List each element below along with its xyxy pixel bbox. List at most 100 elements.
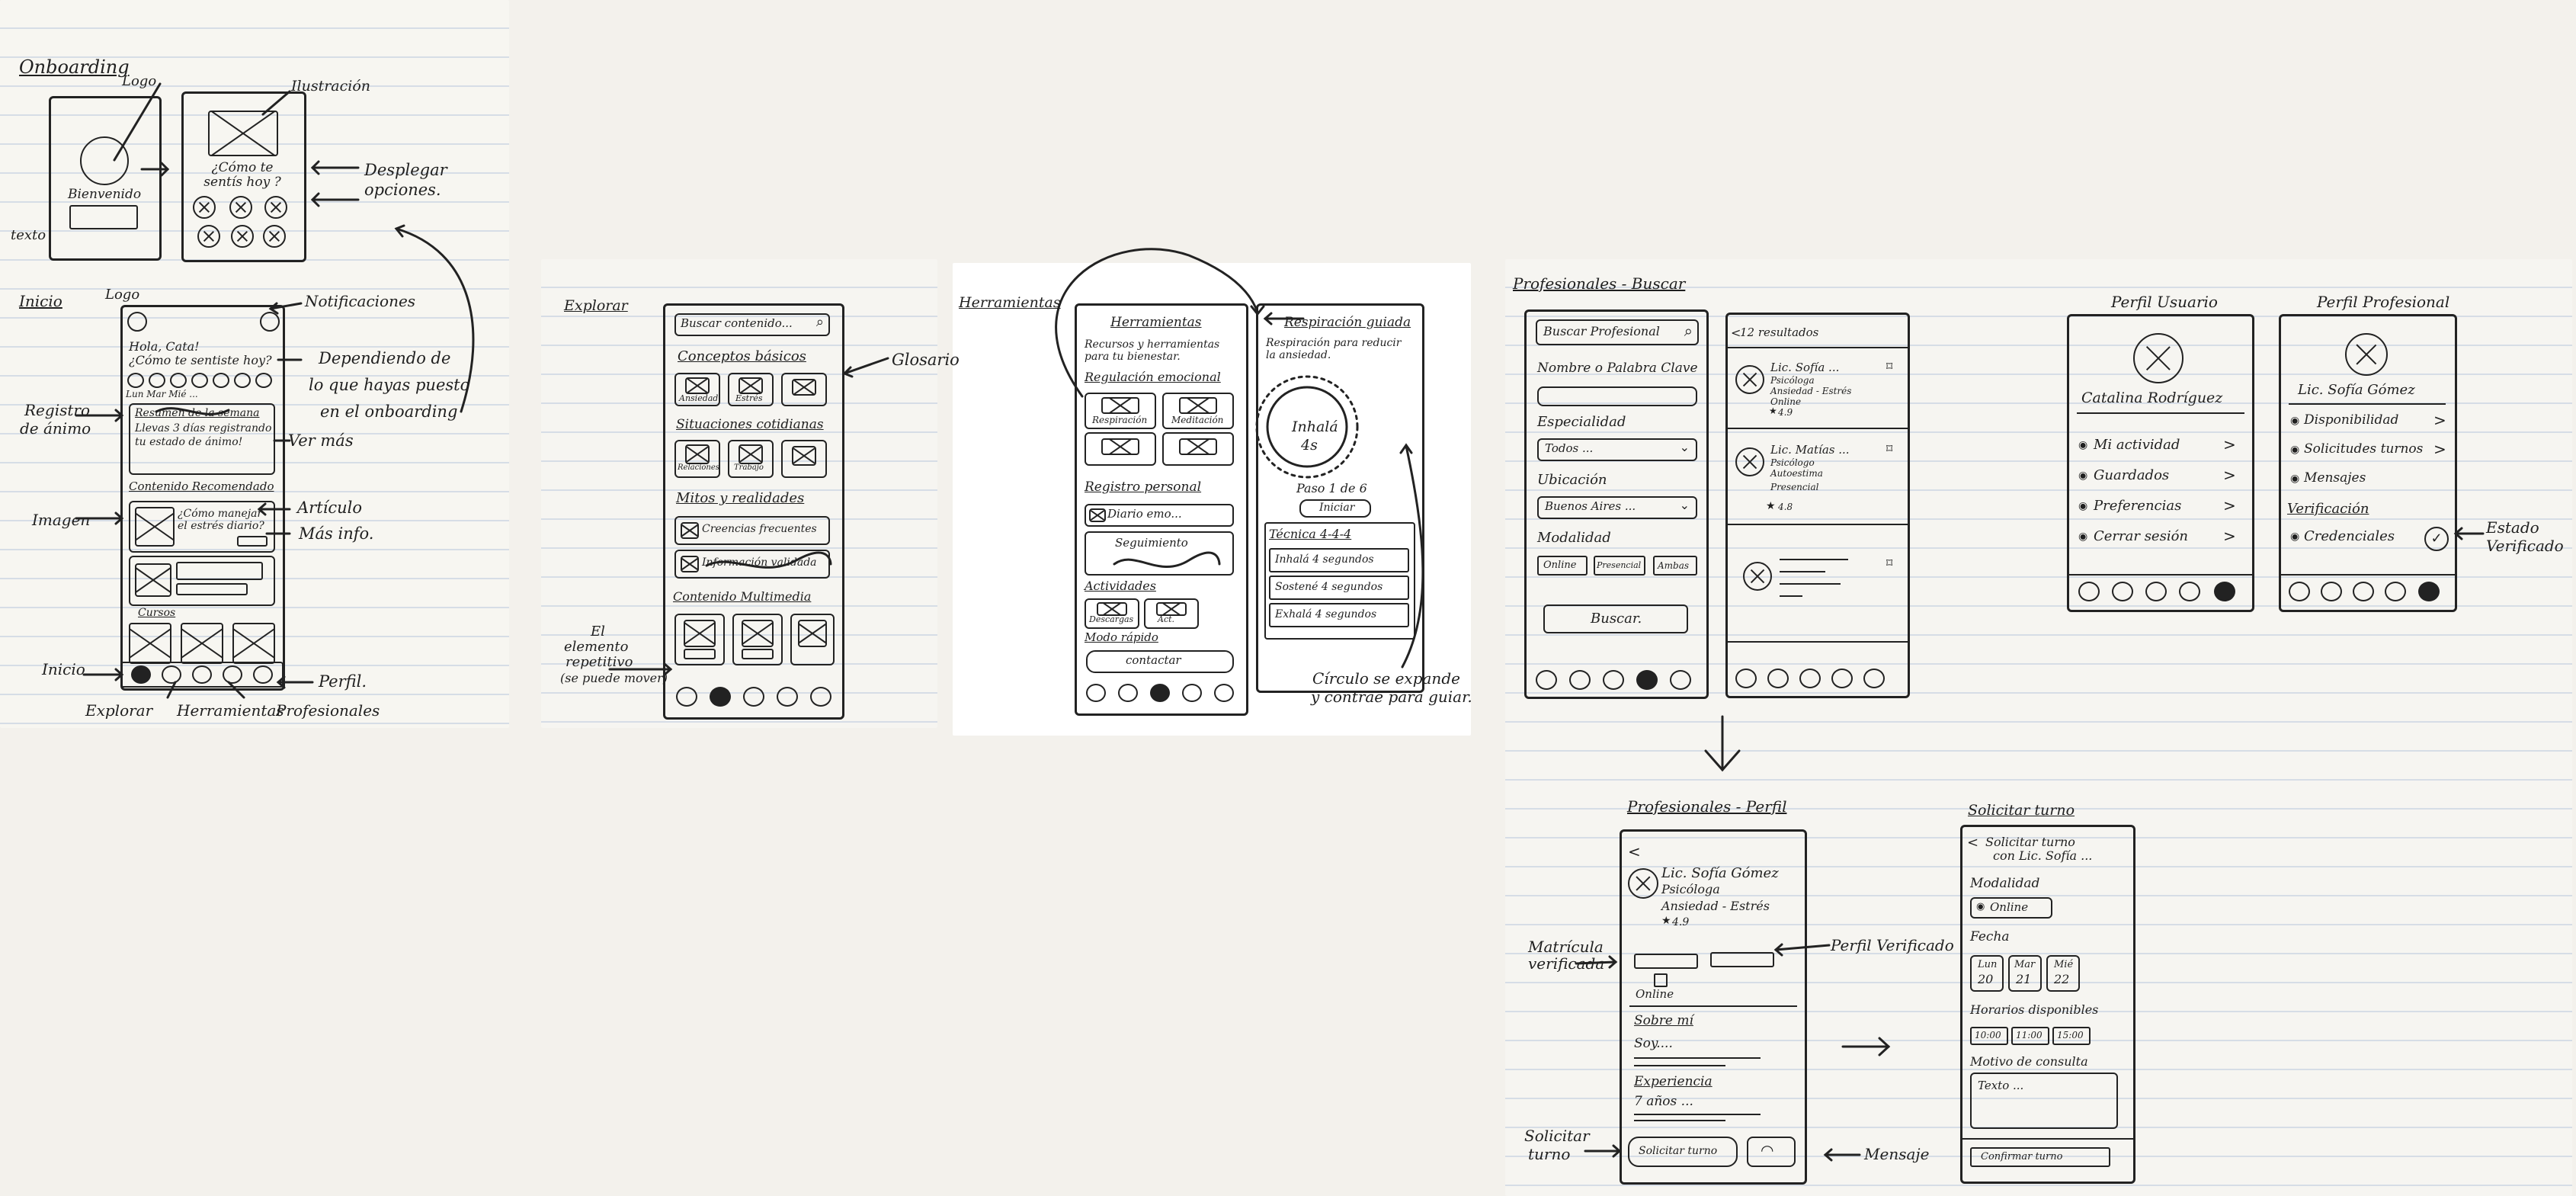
tool-meditacion[interactable]: Meditación — [1162, 393, 1234, 429]
solicitar-back-icon[interactable]: < — [1967, 835, 1979, 851]
res-nav-explorar[interactable] — [1767, 669, 1789, 688]
weekly-summary-card[interactable]: Resumen de la semana Llevas 3 días regis… — [129, 403, 275, 475]
bookmark-icon-3[interactable]: ⌑ — [1886, 556, 1893, 570]
res-nav-herramientas[interactable] — [1799, 669, 1821, 688]
prof-nav-herramientas[interactable] — [2353, 582, 2374, 601]
mood-option-6[interactable] — [263, 225, 286, 248]
concept-card-3[interactable] — [781, 373, 827, 406]
usu-nav-herramientas[interactable] — [2145, 582, 2167, 601]
course-2[interactable] — [181, 623, 223, 664]
notification-icon[interactable] — [260, 312, 280, 332]
course-1[interactable] — [129, 623, 171, 664]
buscar-button[interactable]: Buscar. — [1543, 604, 1688, 633]
bookmark-icon-2[interactable]: ⌑ — [1886, 441, 1893, 456]
mood-day-6[interactable] — [234, 373, 251, 388]
tool-card-3[interactable] — [1085, 432, 1156, 466]
nav-explorar[interactable] — [162, 665, 181, 684]
content-card-2[interactable] — [129, 556, 275, 606]
usuario-item-2[interactable]: Guardados — [2094, 467, 2170, 483]
solicitar-turno-button[interactable]: Solicitar turno — [1628, 1137, 1738, 1167]
chip-ambas[interactable]: Ambas — [1653, 556, 1697, 576]
chip-online[interactable]: Online — [1537, 556, 1588, 576]
usuario-item-1[interactable]: Mi actividad — [2094, 437, 2180, 453]
explorar-nav-profesionales[interactable] — [777, 687, 798, 707]
explorar-nav-herramientas[interactable] — [743, 687, 764, 707]
explorar-nav-inicio[interactable] — [676, 687, 697, 707]
mood-day-7[interactable] — [255, 373, 272, 388]
result-2-name[interactable]: Lic. Matías ... — [1770, 443, 1850, 457]
diario-button[interactable]: Diario emo... — [1085, 504, 1234, 527]
prof-item-3[interactable]: Mensajes — [2304, 470, 2366, 486]
nav-inicio[interactable] — [131, 665, 151, 684]
nombre-input[interactable] — [1537, 386, 1697, 406]
credenciales-label[interactable]: Credenciales — [2304, 528, 2395, 544]
nav-profesionales[interactable] — [223, 665, 242, 684]
date-mar[interactable]: Mar 21 — [2008, 955, 2042, 992]
mitos-card-2[interactable]: Información validada — [674, 550, 830, 579]
ubicacion-select[interactable]: Buenos Aires ... ⌄ — [1537, 496, 1697, 519]
herr-nav-inicio[interactable] — [1086, 684, 1106, 702]
activity-card-2[interactable]: Act. — [1144, 598, 1199, 629]
mensaje-button[interactable]: ◠ — [1747, 1137, 1796, 1167]
res-nav-inicio[interactable] — [1735, 669, 1757, 688]
result-1-name[interactable]: Lic. Sofía ... — [1770, 361, 1840, 374]
buscar-nav-explorar[interactable] — [1569, 670, 1591, 690]
tool-respiracion[interactable]: Respiración — [1085, 393, 1156, 429]
nav-perfil[interactable] — [253, 665, 273, 684]
multimedia-card-2[interactable] — [732, 614, 783, 665]
time-1500[interactable]: 15:00 — [2052, 1027, 2091, 1045]
situation-card-3[interactable] — [781, 440, 827, 478]
especialidad-select[interactable]: Todos ... ⌄ — [1537, 438, 1697, 461]
multimedia-card-3[interactable] — [790, 614, 835, 665]
confirmar-button[interactable]: Confirmar turno — [1970, 1147, 2110, 1167]
res-nav-profesionales[interactable] — [1831, 669, 1853, 688]
seguimiento-card[interactable]: Seguimiento — [1085, 531, 1234, 576]
mood-option-3[interactable] — [264, 196, 287, 219]
prof-nav-perfil[interactable] — [2418, 582, 2440, 601]
concept-card-2[interactable]: Estrés — [728, 373, 774, 406]
nav-herramientas[interactable] — [192, 665, 212, 684]
usuario-item-3[interactable]: Preferencias — [2094, 498, 2182, 514]
mood-option-5[interactable] — [231, 225, 254, 248]
time-1000[interactable]: 10:00 — [1970, 1027, 2008, 1045]
herr-nav-perfil[interactable] — [1214, 684, 1234, 702]
contactar-button[interactable]: contactar — [1086, 650, 1234, 673]
buscar-nav-herramientas[interactable] — [1603, 670, 1624, 690]
prof-item-1[interactable]: Disponibilidad — [2304, 412, 2399, 428]
article-card[interactable]: ¿Cómo manejar el estrés diario? — [129, 501, 275, 553]
mood-option-1[interactable] — [193, 196, 216, 219]
herr-nav-profesionales[interactable] — [1182, 684, 1202, 702]
tool-card-4[interactable] — [1162, 432, 1234, 466]
explorar-nav-explorar[interactable] — [710, 687, 731, 707]
herr-nav-herramientas[interactable] — [1150, 684, 1170, 702]
date-mie[interactable]: Mié 22 — [2046, 955, 2080, 992]
mood-day-1[interactable] — [127, 373, 144, 388]
buscar-search-input[interactable]: Buscar Profesional ⌕ — [1536, 319, 1699, 345]
usu-nav-profesionales[interactable] — [2179, 582, 2200, 601]
concept-card-1[interactable]: Ansiedad — [674, 373, 720, 406]
situation-card-1[interactable]: Relaciones — [674, 440, 720, 478]
prof-perfil-back-icon[interactable]: < — [1628, 842, 1641, 861]
back-icon[interactable]: < — [1731, 325, 1741, 340]
mood-day-4[interactable] — [191, 373, 208, 388]
usu-nav-inicio[interactable] — [2078, 582, 2100, 601]
mood-day-3[interactable] — [170, 373, 187, 388]
res-nav-perfil[interactable] — [1863, 669, 1885, 688]
usuario-item-4[interactable]: Cerrar sesión — [2094, 528, 2189, 544]
usu-nav-perfil[interactable] — [2214, 582, 2235, 601]
herr-nav-explorar[interactable] — [1118, 684, 1138, 702]
buscar-nav-inicio[interactable] — [1536, 670, 1557, 690]
mood-day-5[interactable] — [213, 373, 229, 388]
course-3[interactable] — [232, 623, 275, 664]
mood-option-4[interactable] — [197, 225, 220, 248]
date-lun[interactable]: Lun 20 — [1970, 955, 2004, 992]
mitos-card-1[interactable]: Creencias frecuentes — [674, 516, 830, 545]
mood-option-2[interactable] — [229, 196, 252, 219]
usu-nav-explorar[interactable] — [2112, 582, 2133, 601]
situation-card-2[interactable]: Trabajo — [728, 440, 774, 478]
mood-day-2[interactable] — [149, 373, 165, 388]
prof-item-2[interactable]: Solicitudes turnos — [2304, 441, 2424, 457]
multimedia-card-1[interactable] — [674, 614, 725, 665]
prof-nav-inicio[interactable] — [2289, 582, 2310, 601]
solicitar-online-chip[interactable]: ◉ Online — [1970, 897, 2052, 919]
